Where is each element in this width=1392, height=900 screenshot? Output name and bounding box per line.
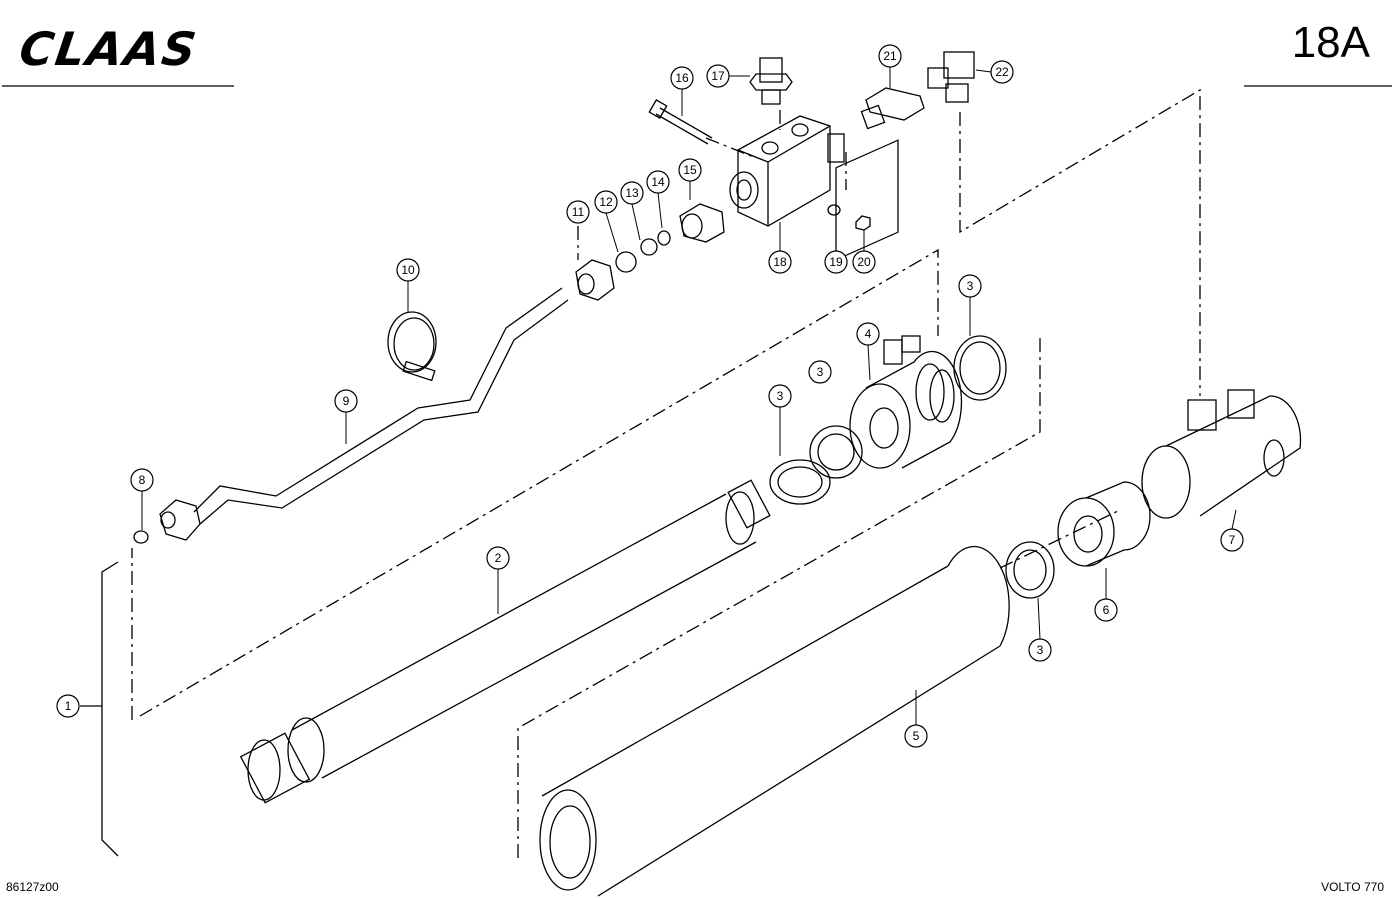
callout-10: 10 xyxy=(401,263,415,277)
part-3-seal-b xyxy=(809,425,863,479)
part-9-hydraulic-pipe xyxy=(159,287,569,541)
callout-12: 12 xyxy=(599,195,613,209)
callout-3: 3 xyxy=(1037,643,1044,657)
callout-5: 5 xyxy=(913,729,920,743)
callout-15: 15 xyxy=(683,163,697,177)
callout-14: 14 xyxy=(651,175,665,189)
callout-13: 13 xyxy=(625,186,639,200)
part-14-insert xyxy=(657,230,671,246)
part-19-washer xyxy=(827,204,841,216)
callout-7: 7 xyxy=(1229,533,1236,547)
part-4-cylinder-head xyxy=(849,335,963,469)
part-20-nut xyxy=(855,215,871,231)
part-16-bolt xyxy=(648,99,713,145)
part-17-fitting xyxy=(749,57,793,105)
callout-11: 11 xyxy=(572,205,585,219)
part-11-union-nut xyxy=(575,259,615,301)
part-6-piston xyxy=(1057,481,1151,567)
part-18-valve-block xyxy=(729,115,845,227)
callout-2: 2 xyxy=(495,551,502,565)
part-7-cylinder-eye xyxy=(1141,389,1302,519)
part-15-fitting xyxy=(679,203,725,243)
part-5-cylinder-tube xyxy=(539,139,1010,897)
part-3-seal-a xyxy=(769,459,831,505)
callout-19: 19 xyxy=(829,255,843,269)
part-8-washer xyxy=(133,530,149,544)
assembly-bracket xyxy=(101,561,119,857)
part-3-seal-d xyxy=(1005,541,1055,599)
part-3-seal-c xyxy=(953,335,1007,401)
callout-6: 6 xyxy=(1103,603,1110,617)
sheet-number: 18A xyxy=(1291,18,1370,67)
dashed-explosion-lines xyxy=(131,88,1201,858)
model-name: VOLTO 770 xyxy=(1321,880,1384,894)
callout-9: 9 xyxy=(343,394,350,408)
part-22-elbow-fitting xyxy=(927,51,975,103)
part-2-piston-rod xyxy=(239,479,771,804)
callout-20: 20 xyxy=(857,255,871,269)
part-12-ring xyxy=(615,251,637,273)
callout-17: 17 xyxy=(711,69,725,83)
callout-18: 18 xyxy=(773,255,787,269)
drawing-code: 86127z00 xyxy=(6,880,59,894)
callout-3: 3 xyxy=(777,389,784,403)
callout-22: 22 xyxy=(995,65,1009,79)
callout-21: 21 xyxy=(883,49,897,63)
leader-lines xyxy=(141,67,1237,725)
part-13-seal xyxy=(640,238,658,256)
callout-8: 8 xyxy=(139,473,146,487)
part-10-hose-clamp xyxy=(387,311,437,382)
callout-3: 3 xyxy=(967,279,974,293)
callout-1: 1 xyxy=(65,699,72,713)
part-21-adapter xyxy=(860,87,925,130)
callout-16: 16 xyxy=(675,71,689,85)
callout-4: 4 xyxy=(865,327,872,341)
callout-3: 3 xyxy=(817,365,824,379)
